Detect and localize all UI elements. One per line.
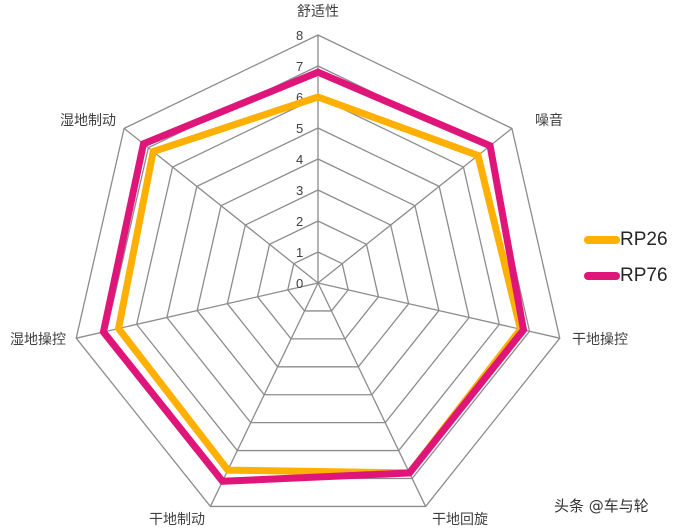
tick-label: 4 — [296, 152, 303, 167]
grid-ring-4 — [196, 158, 440, 396]
grid-ring-3 — [226, 189, 410, 368]
series-rp76 — [99, 68, 528, 485]
tick-label: 1 — [296, 245, 303, 260]
legend-item-rp26: RP26 — [584, 222, 668, 258]
axis-label: 湿地制动 — [60, 113, 116, 129]
tick-label: 3 — [296, 183, 303, 198]
grid-ring-1 — [287, 251, 349, 312]
axis-label: 干地回旋 — [432, 512, 488, 528]
tick-label: 8 — [296, 28, 303, 43]
legend-label-rp76: RP76 — [620, 265, 668, 286]
tick-label: 6 — [296, 90, 303, 105]
axis-label: 干地制动 — [149, 512, 205, 528]
legend-swatch-rp26 — [584, 236, 620, 244]
axis-spoke — [317, 127, 513, 284]
tick-label: 0 — [296, 276, 303, 291]
grid-ring-2 — [256, 220, 380, 340]
grid-ring-6 — [135, 96, 501, 452]
axis-label: 湿地操控 — [10, 332, 66, 348]
series-rp26 — [114, 93, 525, 477]
grid-ring-5 — [166, 127, 470, 424]
axis-label: 舒适性 — [297, 4, 339, 20]
axis-label: 干地操控 — [572, 332, 628, 348]
tick-label: 7 — [296, 59, 303, 74]
tick-label: 5 — [296, 121, 303, 136]
legend-swatch-rp76 — [584, 272, 620, 280]
chart-legend: RP26 RP76 — [584, 222, 668, 294]
legend-label-rp26: RP26 — [620, 229, 668, 250]
axis-label: 噪音 — [535, 112, 563, 129]
legend-item-rp76: RP76 — [584, 258, 668, 294]
grid-ring-8 — [75, 34, 561, 508]
watermark: 头条 @车与轮 — [554, 497, 649, 515]
tick-label: 2 — [296, 214, 303, 229]
axis-spoke — [317, 282, 427, 507]
